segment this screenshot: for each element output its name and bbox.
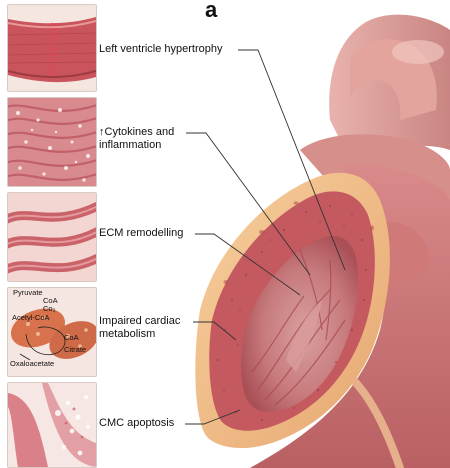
label-metabolism-line2: metabolism: [99, 328, 155, 340]
label-ecm-remodelling: ECM remodelling: [99, 227, 183, 240]
label-cytokines-line2: inflammation: [99, 139, 161, 151]
label-metabolism-line1: Impaired cardiac: [99, 315, 180, 327]
hypertrophy-inset: [7, 4, 97, 92]
label-impaired-metabolism: Impaired cardiac metabolism: [99, 315, 180, 341]
label-left-ventricle-hypertrophy: Left ventricle hypertrophy: [99, 43, 223, 56]
co2-label: Co₂: [43, 305, 56, 313]
citrate-label: Citrate: [64, 346, 86, 354]
label-cmc-apoptosis: CMC apoptosis: [99, 417, 174, 430]
pyruvate-label: Pyruvate: [13, 289, 43, 297]
apoptosis-inset: [7, 382, 97, 468]
panel-letter: a: [205, 0, 217, 23]
ecm-inset: [7, 192, 97, 282]
acetyl-coa-label: Acetyl-CoA: [12, 314, 50, 322]
label-cytokines-inflammation: ↑Cytokines and inflammation: [99, 126, 174, 152]
inflammation-inset: [7, 97, 97, 187]
label-cytokines-line1: Cytokines and: [105, 126, 175, 138]
coa-label-2: CoA: [64, 334, 79, 342]
metabolism-inset: Pyruvate CoA Co₂ Acetyl-CoA CoA Citrate …: [7, 287, 97, 377]
oxaloacetate-label: Oxaloacetate: [10, 360, 54, 368]
